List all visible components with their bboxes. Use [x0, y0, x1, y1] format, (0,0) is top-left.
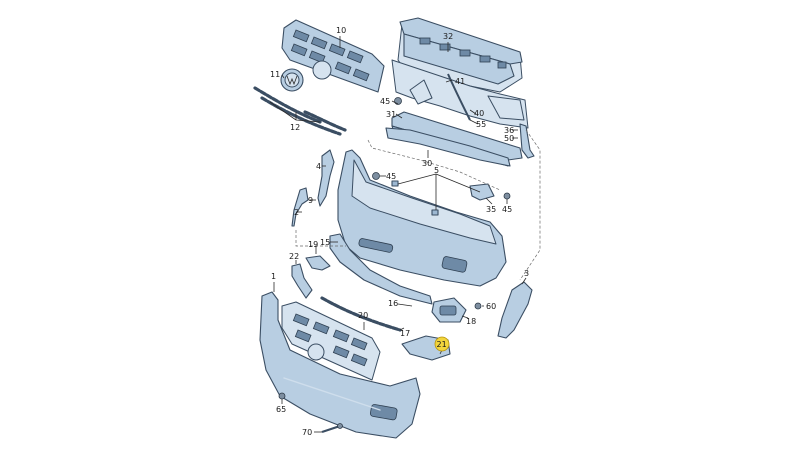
part-19-bracket — [305, 255, 331, 271]
part-5-clip-a — [391, 180, 399, 187]
callout-12: 12 — [290, 123, 300, 132]
callout-1: 1 — [271, 272, 276, 281]
callout-65: 65 — [276, 405, 286, 414]
carrier-frame — [391, 59, 529, 129]
callout-45-a: 45 — [380, 97, 390, 106]
callout-19: 19 — [308, 240, 318, 249]
callout-21-highlight: 21 — [434, 336, 450, 352]
part-15-bumper-cover — [337, 149, 507, 287]
callout-labels: 10 32 11 41 45 40 31 55 12 36 50 30 4 5 … — [270, 26, 529, 437]
part-35-holder — [469, 183, 495, 201]
part-3-side-trim — [497, 281, 533, 339]
part-11-badge — [280, 68, 304, 92]
part-41-cable — [447, 73, 471, 121]
callout-9: 9 — [308, 196, 313, 205]
callout-45-c: 45 — [502, 205, 512, 214]
callout-17: 17 — [400, 329, 410, 338]
part-16-lower-strip — [329, 233, 433, 305]
callout-11: 11 — [270, 70, 280, 79]
assembly-guide-lines — [295, 129, 541, 281]
part-1-front-bumper-assembly — [259, 291, 421, 439]
callout-50: 50 — [504, 134, 514, 143]
part-45-nut-c — [503, 192, 511, 200]
part-22-bracket — [291, 263, 313, 299]
callout-21: 21 — [437, 340, 447, 349]
callout-70: 70 — [302, 428, 312, 437]
part-45-nut-b — [394, 97, 402, 105]
callout-30: 30 — [422, 159, 432, 168]
callout-5: 5 — [434, 166, 439, 175]
callout-3: 3 — [524, 269, 529, 278]
callout-35: 35 — [486, 205, 496, 214]
callout-15: 15 — [320, 238, 330, 247]
part-18-lamp-cover — [431, 297, 467, 323]
callout-55: 55 — [476, 120, 486, 129]
part-65-screw — [278, 392, 286, 404]
callout-18: 18 — [466, 317, 476, 326]
callout-60: 60 — [486, 302, 496, 311]
callout-45-b: 45 — [386, 172, 396, 181]
callout-16: 16 — [388, 299, 398, 308]
part-9-clip — [291, 187, 309, 227]
callout-2: 2 — [294, 208, 299, 217]
part-30-lower-support — [385, 127, 511, 167]
part-17-trim — [320, 296, 402, 332]
part-70-bolt — [321, 423, 343, 434]
callout-10: 10 — [336, 26, 346, 35]
callout-31: 31 — [386, 110, 396, 119]
part-45-nut-a — [372, 172, 380, 180]
part-36-bracket — [519, 123, 535, 159]
part-4-side-bracket — [317, 149, 335, 207]
callout-36: 36 — [504, 126, 514, 135]
callout-20: 20 — [358, 311, 368, 320]
callout-40: 40 — [474, 109, 484, 118]
part-5-clip-b — [431, 209, 439, 216]
part-10-upper-grille — [281, 19, 385, 93]
callout-4: 4 — [316, 162, 321, 171]
part-12-trim-strips — [253, 86, 347, 136]
callout-41: 41 — [455, 77, 465, 86]
part-60-screw — [474, 302, 482, 310]
leader-lines — [269, 36, 527, 433]
callout-22: 22 — [289, 252, 299, 261]
callout-32: 32 — [443, 32, 453, 41]
